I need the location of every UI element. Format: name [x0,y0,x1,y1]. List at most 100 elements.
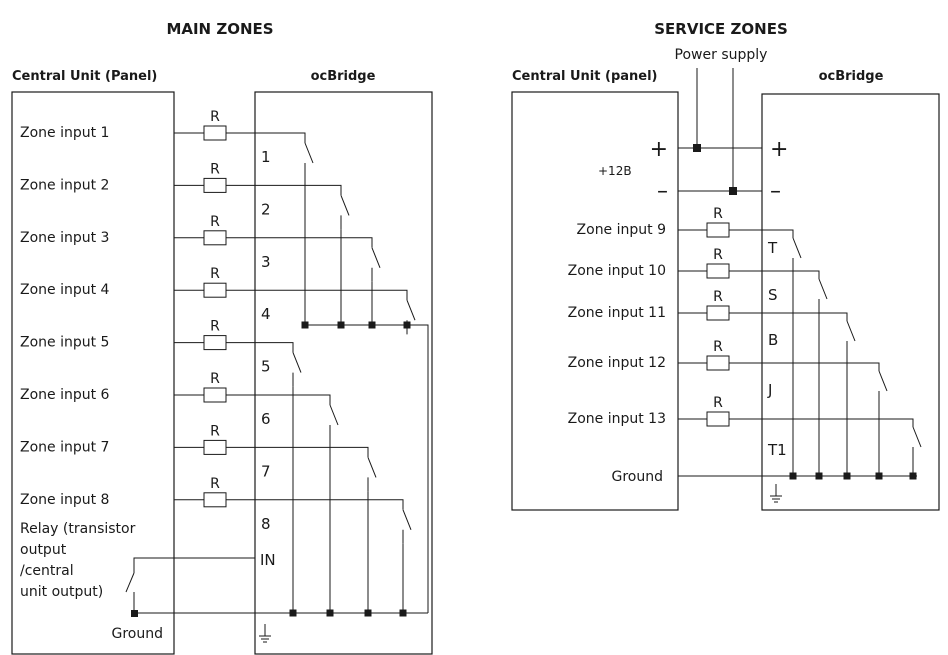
plus-junction [693,144,701,152]
resistor-label: R [210,266,220,282]
resistor-label: R [713,247,723,263]
service-zone-row: Zone input 13 R T1 [568,395,922,480]
bridge-plus-sign: + [770,137,788,162]
main-terminal-label: 6 [261,410,271,428]
main-zone-label: Zone input 8 [20,492,109,508]
bridge-minus-sign: – [770,179,781,204]
main-zone-label: Zone input 2 [20,177,109,193]
power-rails [678,147,762,192]
relay-contact-icon [792,237,802,476]
relay-label-line-2: output [20,542,67,558]
main-terminal-label: 4 [261,305,271,323]
main-terminal-label: 3 [261,253,271,271]
main-common-bus [305,324,429,613]
relay-contact-icon [846,320,856,476]
resistor-icon [203,230,227,246]
resistor-label: R [713,395,723,411]
resistor-label: R [210,161,220,177]
resistor-label: R [713,339,723,355]
service-terminal-label: J [767,381,772,399]
relay-contact-icon [340,195,350,230]
service-terminal-label: T [767,239,778,257]
main-zone-wire [174,342,294,353]
service-zone-row: Zone input 9RT [577,206,802,480]
relay-contact-icon [818,278,828,476]
resistor-label: R [210,476,220,492]
main-ground-junction [131,610,138,617]
resistor-label: R [210,214,220,230]
resistor-icon [706,305,730,321]
service-bridge-header: ocBridge [819,69,884,84]
relay-contact-icon [329,404,339,439]
service-terminal-label: B [768,331,778,349]
relay-label-line-3: /central [20,563,74,579]
service-panel-header: Central Unit (panel) [512,69,658,84]
service-zone-wire [678,418,914,427]
service-zone-row: Zone input 11 R B [568,289,856,480]
service-terminal-label: S [768,286,778,304]
service-ocbridge-box [761,93,940,511]
main-zone-wire [174,394,331,405]
main-zone-wire [174,289,408,301]
resistor-icon [706,222,730,238]
main-terminal-label: 1 [261,148,271,166]
main-zone-wire [174,237,373,248]
resistor-label: R [210,371,220,387]
main-zone-label: Zone input 4 [20,282,110,298]
resistor-icon [706,263,730,279]
main-ground-icon [259,624,271,643]
service-zone-wire [678,312,848,321]
main-zone-label: Zone input 7 [20,439,109,455]
resistor-label: R [210,319,220,335]
service-central-unit-box [511,91,679,511]
relay-label-line-1: Relay (transistor [20,521,136,537]
main-bridge-header: ocBridge [311,69,376,84]
service-zones-title: SERVICE ZONES [654,20,788,38]
main-ocbridge-box [254,91,433,655]
main-zones-title: MAIN ZONES [166,20,273,38]
main-terminal-label: 5 [261,358,271,376]
relay-switch-symbol [125,557,255,613]
power-supply-label: Power supply [675,47,768,63]
resistor-icon [203,492,227,508]
service-ground-icon [770,484,782,503]
service-zone-wire [678,229,794,238]
main-zone-wire [174,184,342,196]
minus-junction [729,187,737,195]
resistor-icon [203,282,227,298]
main-zone-row: Zone input 5R5 [20,319,302,617]
voltage-label: +12В [598,164,632,178]
main-zone-row: Zone input 7R7 [20,423,377,617]
main-terminal-label: 2 [261,200,271,218]
panel-minus-sign: – [657,179,668,204]
main-zone-label: Zone input 3 [20,230,109,246]
relay-contact-icon [304,142,314,177]
relay-contact-icon [406,300,416,335]
power-supply-leads [696,68,734,191]
resistor-label: R [210,423,220,439]
service-zone-label: Zone input 11 [568,305,666,321]
main-zone-row: Zone input 6R6 [20,371,339,617]
service-terminal-label: T1 [767,441,787,459]
main-zone-wire [174,132,306,143]
main-panel-header: Central Unit (Panel) [12,69,157,84]
service-zone-label: Zone input 13 [568,411,666,427]
main-ground-label: Ground [112,626,164,642]
resistor-icon [706,411,730,427]
resistor-icon [203,177,227,193]
resistor-icon [203,335,227,351]
main-zone-row: Zone input 1R1 [20,109,314,329]
relay-contact-icon [367,457,377,492]
relay-contact-icon [371,247,381,282]
relay-label-line-4: unit output) [20,584,103,600]
service-ground-label: Ground [612,469,664,485]
main-zone-wire [174,446,369,458]
main-central-unit-box [11,91,175,655]
resistor-icon [203,387,227,403]
service-zone-wire [678,362,880,371]
resistor-label: R [713,206,723,222]
main-zone-row: Zone input 3 R 3 [20,214,381,329]
